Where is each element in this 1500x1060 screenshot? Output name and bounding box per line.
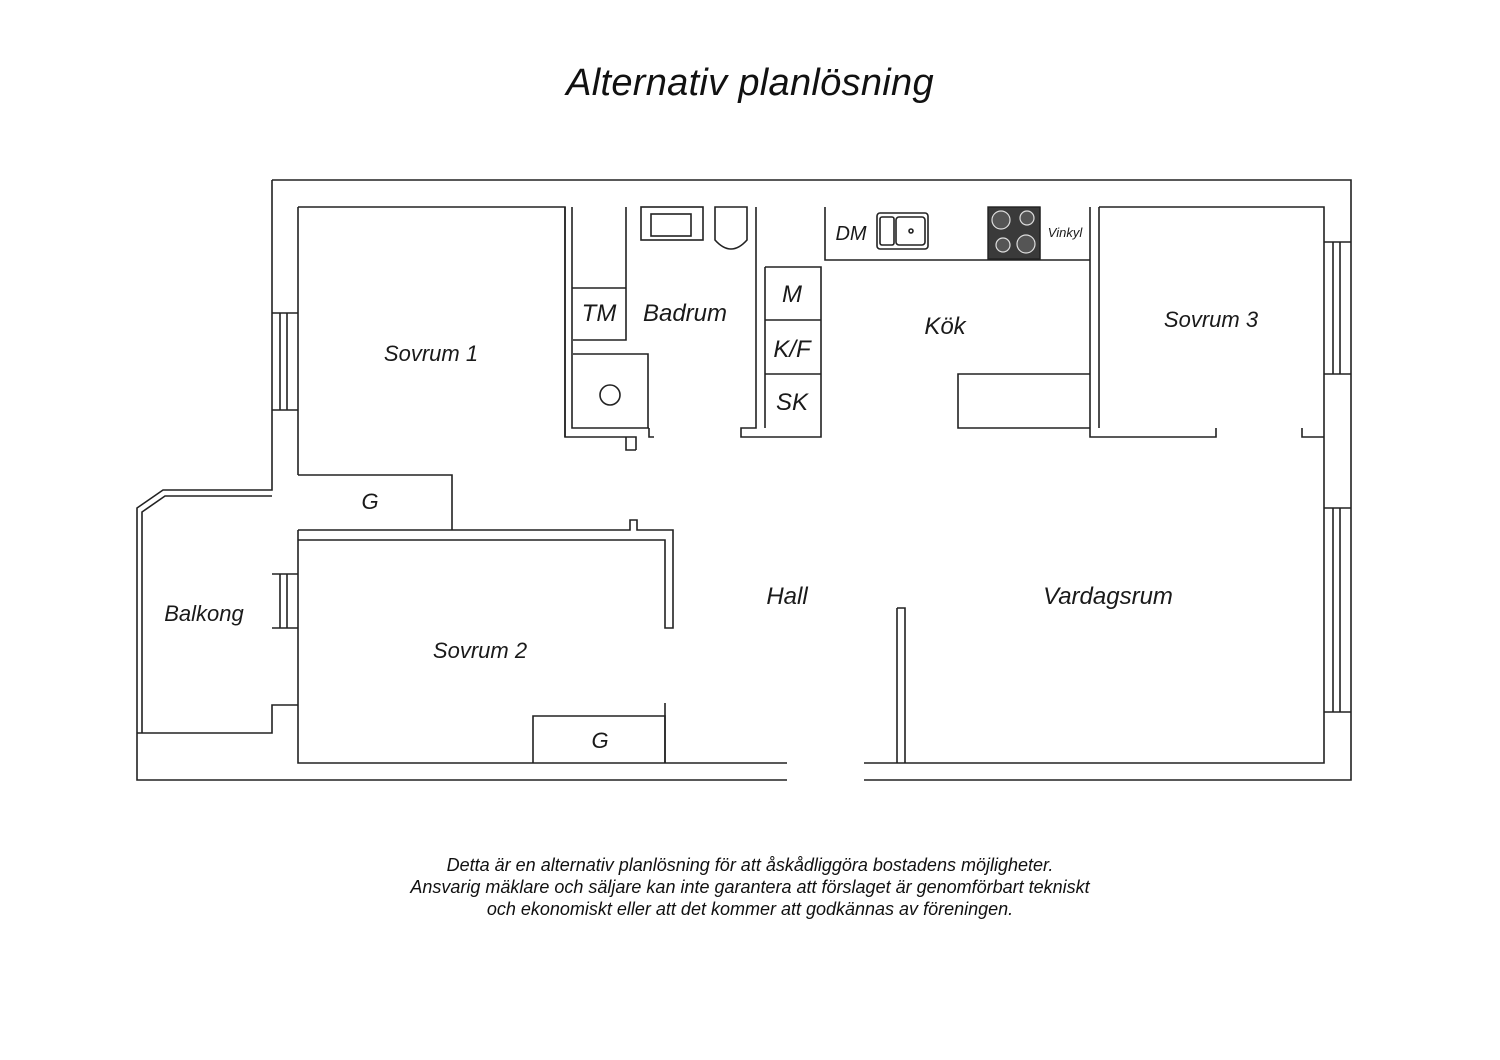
bathroom-sink (640, 206, 704, 241)
disclaimer: Detta är en alternativ planlösning för a… (0, 854, 1500, 920)
label-balkong: Balkong (164, 601, 244, 626)
shower (573, 353, 649, 428)
window-sovrum2 (272, 573, 298, 629)
window-sovrum1 (272, 312, 298, 411)
partition-wall (896, 607, 906, 763)
label-vinkyl: Vinkyl (1048, 225, 1084, 240)
balcony-outline (137, 495, 298, 734)
label-tm: TM (582, 300, 617, 327)
label-garderob1: G (361, 489, 378, 514)
page-title: Alternativ planlösning (566, 62, 934, 104)
sovrum1-walls (298, 206, 674, 629)
label-hall: Hall (766, 583, 808, 610)
garderob1 (298, 474, 453, 530)
disclaimer-line-3: och ekonomiskt eller att det kommer att … (486, 899, 1014, 919)
label-sovrum1: Sovrum 1 (384, 341, 478, 366)
disclaimer-line-2: Ansvarig mäklare och säljare kan inte ga… (410, 877, 1090, 897)
label-vardagsrum: Vardagsrum (1043, 583, 1173, 610)
label-dm: DM (835, 223, 866, 245)
shower-drain (599, 384, 621, 406)
outer-wall-inner (297, 206, 1325, 764)
label-sovrum2: Sovrum 2 (433, 638, 527, 663)
disclaimer-line-1: Detta är en alternativ planlösning för a… (446, 855, 1054, 875)
kok-walls (764, 207, 1324, 438)
outer-wall (136, 179, 1352, 781)
garderob2 (532, 715, 666, 763)
label-badrum: Badrum (643, 300, 727, 327)
label-kf: K/F (773, 336, 812, 363)
label-kok: Kök (924, 313, 967, 340)
label-garderob2: G (591, 728, 608, 753)
window-vardagsrum (1324, 507, 1351, 713)
kitchen-sink (876, 212, 929, 250)
label-sovrum3: Sovrum 3 (1164, 307, 1259, 332)
stove (987, 206, 1041, 260)
toilet (714, 206, 748, 250)
label-m: M (782, 281, 802, 308)
badrum-walls (564, 207, 822, 451)
window-sovrum3 (1324, 241, 1351, 375)
label-sk: SK (776, 389, 809, 416)
